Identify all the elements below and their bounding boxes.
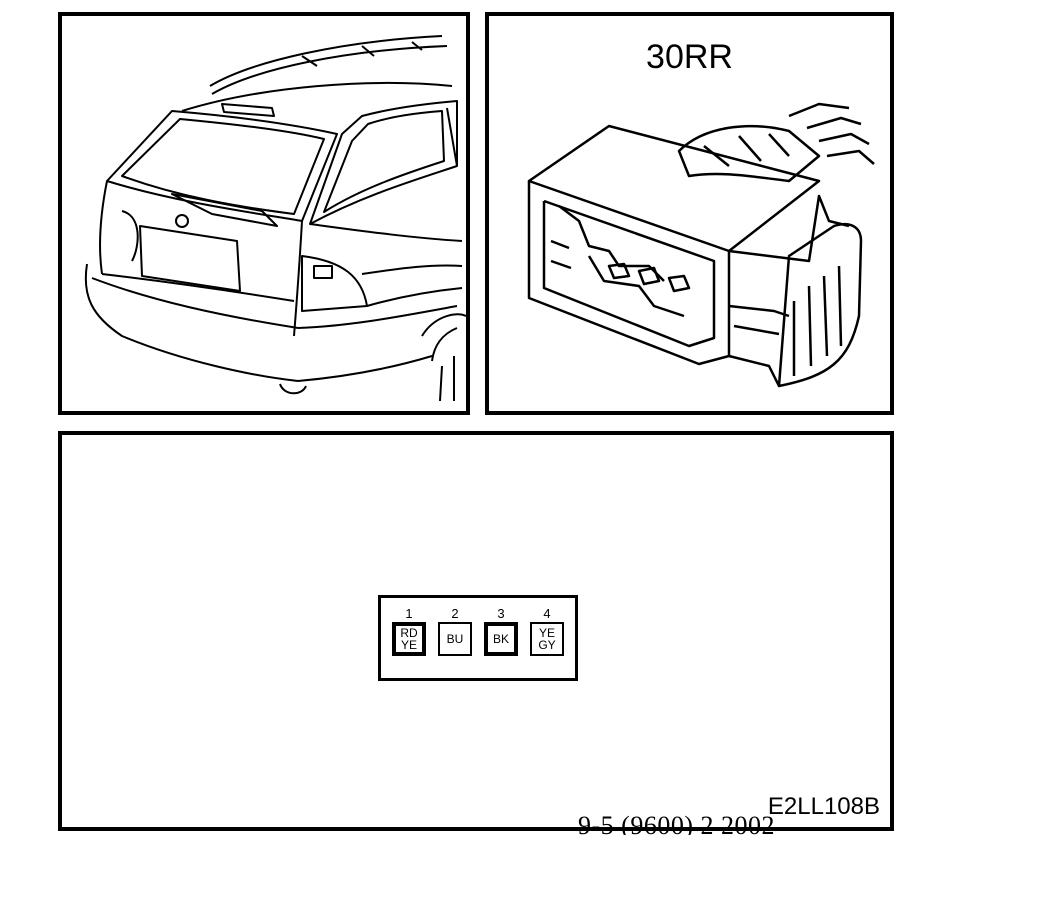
pin-number: 4 [543,606,551,621]
wire-color-label: YE [400,638,417,652]
pin-color-code: BU [438,622,472,656]
car-rear-view-panel [58,12,470,415]
pin-number: 3 [497,606,505,621]
pin-3: 3 BK [481,598,521,656]
connector-view-panel: 30RR [485,12,894,415]
pin-4: 4 YE GY [527,598,567,656]
pin-color-code: BK [484,622,518,656]
wire-color-label: BU [446,632,464,646]
wire-color-label: GY [538,638,556,652]
wire-color-label: BK [492,632,509,646]
figure-code: E2LL108B [767,793,880,820]
connector-title: 30RR [646,38,733,76]
pin-2: 2 BU [435,598,475,656]
wire-color-label: RD [400,626,418,640]
pin-color-code: RD YE [392,622,426,656]
pin-number: 1 [405,606,413,621]
pin-1: 1 RD YE [389,598,429,656]
connector-illustration [527,102,875,388]
pinout-panel: 1 RD YE 2 BU 3 BK 4 YE GY E2LL108B [58,431,894,831]
wire-color-label: YE [538,626,555,640]
car-rear-illustration [84,35,466,402]
pin-number: 2 [451,606,459,621]
footer-crop-mask [560,835,900,865]
pin-color-code: YE GY [530,622,564,656]
connector-pin-block: 1 RD YE 2 BU 3 BK 4 YE GY [378,595,578,681]
